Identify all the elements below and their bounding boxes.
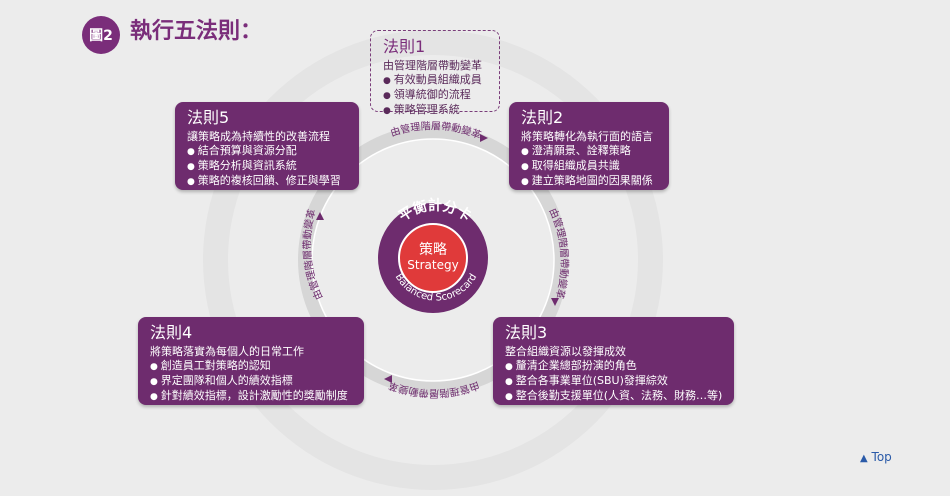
list-item: 釐清企業總部扮演的角色	[505, 359, 724, 374]
rule-4-list: 創造員工對策略的認知 界定團隊和個人的績效指標 針對績效指標，設計激勵性的獎勵制…	[150, 359, 354, 404]
rule-3-list: 釐清企業總部扮演的角色 整合各事業單位(SBU)發揮綜效 整合後勤支援單位(人資…	[505, 359, 724, 404]
list-item: 策略管理系統	[383, 103, 489, 118]
rule-5-subtitle: 讓策略成為持續性的改善流程	[187, 130, 330, 143]
rule-3-box: 法則3 整合組織資源以發揮成效 釐清企業總部扮演的角色 整合各事業單位(SBU)…	[493, 317, 734, 405]
ring-arrow-bottom	[384, 375, 392, 383]
center-strategy-en: Strategy	[407, 258, 459, 272]
center-inner-circle	[398, 223, 468, 293]
ring-arrow-left	[316, 212, 324, 220]
rule-2-list: 澄清願景、詮釋策略 取得組織成員共識 建立策略地圖的因果關係	[521, 144, 659, 189]
list-item: 創造員工對策略的認知	[150, 359, 354, 374]
rule-3-subtitle: 整合組織資源以發揮成效	[505, 345, 626, 358]
rule-5-box: 法則5 讓策略成為持續性的改善流程 結合預算與資源分配 策略分析與資訊系統 策略…	[175, 102, 359, 190]
list-item: 界定團隊和個人的績效指標	[150, 374, 354, 389]
list-item: 取得組織成員共識	[521, 159, 659, 174]
back-to-top-label: Top	[871, 450, 892, 464]
rule-4-box: 法則4 將策略落實為每個人的日常工作 創造員工對策略的認知 界定團隊和個人的績效…	[138, 317, 364, 405]
ring-arrow-top	[480, 134, 488, 142]
rule-4-subtitle: 將策略落實為每個人的日常工作	[150, 345, 304, 358]
rule-2-subtitle: 將策略轉化為執行面的語言	[521, 130, 653, 143]
back-to-top-link[interactable]: ▲ Top	[860, 450, 892, 464]
rule-1-subtitle: 由管理階層帶動變革	[383, 59, 482, 72]
rule-2-box: 法則2 將策略轉化為執行面的語言 澄清願景、詮釋策略 取得組織成員共識 建立策略…	[509, 102, 669, 190]
center-strategy-zh: 策略	[419, 242, 447, 258]
rule-1-list: 有效動員組織成員 領導統御的流程 策略管理系統	[383, 73, 489, 118]
ring-arrow-right	[551, 298, 559, 306]
rule-5-heading: 法則5	[187, 108, 230, 127]
rule-1-box: 法則1 由管理階層帶動變革 有效動員組織成員 領導統御的流程 策略管理系統	[370, 30, 500, 116]
list-item: 有效動員組織成員	[383, 73, 489, 88]
rule-5-list: 結合預算與資源分配 策略分析與資訊系統 策略的複核回饋、修正與學習	[187, 144, 349, 189]
page-title: 執行五法則：	[130, 19, 263, 44]
list-item: 策略分析與資訊系統	[187, 159, 349, 174]
figure-label: 圖2	[82, 16, 120, 54]
rule-4-heading: 法則4	[150, 323, 193, 342]
list-item: 結合預算與資源分配	[187, 144, 349, 159]
ring-track	[298, 125, 568, 395]
center-strategy: 策略 Strategy	[399, 242, 467, 272]
list-item: 整合後勤支援單位(人資、法務、財務…等)	[505, 389, 724, 404]
list-item: 針對績效指標，設計激勵性的獎勵制度	[150, 389, 354, 404]
triangle-up-icon: ▲	[860, 453, 868, 464]
ring-inner-line	[311, 138, 555, 382]
rule-1-heading: 法則1	[383, 37, 426, 56]
rule-2-heading: 法則2	[521, 108, 564, 127]
list-item: 策略的複核回饋、修正與學習	[187, 174, 349, 189]
list-item: 整合各事業單位(SBU)發揮綜效	[505, 374, 724, 389]
rule-3-heading: 法則3	[505, 323, 548, 342]
list-item: 建立策略地圖的因果關係	[521, 174, 659, 189]
list-item: 澄清願景、詮釋策略	[521, 144, 659, 159]
list-item: 領導統御的流程	[383, 88, 489, 103]
